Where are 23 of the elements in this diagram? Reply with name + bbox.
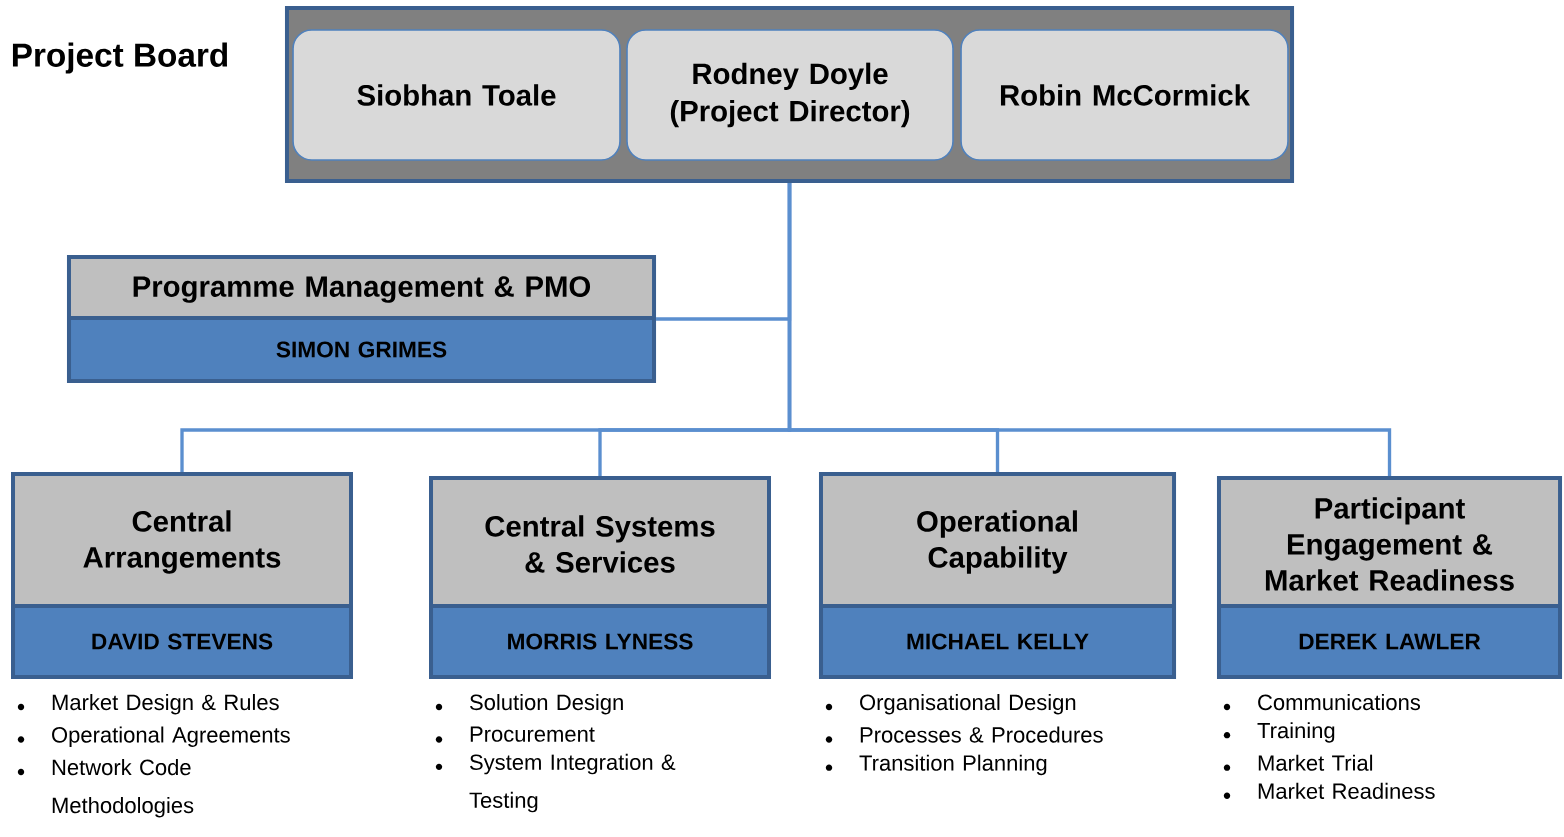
bullet-item: Communications [1223, 694, 1420, 711]
bullet-item: Market Trial [1223, 754, 1373, 771]
workstream-box: Central Systems & Services MORRIS LYNESS [429, 476, 771, 679]
member-box: Rodney Doyle (Project Director) [626, 29, 954, 161]
workstream-box: Participant Engagement & Market Readiness DEREK LAWLER [1216, 476, 1563, 679]
bullet-item: Operational Agreements [17, 726, 290, 747]
bullet-item: Network Code Methodologies [17, 759, 194, 818]
bullet-item: System Integration & Testing [435, 753, 676, 813]
workstream-box: Programme Management & PMO SIMON GRIMES [66, 255, 657, 383]
bullet-item: Market Readiness [1223, 782, 1435, 799]
bullet-item: Organisational Design [825, 694, 1076, 715]
workstream-box: Operational Capability MICHAEL KELLY [819, 472, 1177, 679]
bullet-item: Training [1223, 722, 1335, 743]
connector-line [787, 183, 1392, 477]
member-box: Robin McCormick [960, 29, 1289, 161]
bullet-item: Transition Planning [825, 754, 1047, 776]
title: Project Board [12, 42, 228, 74]
bullet-item: Market Design & Rules [17, 694, 279, 715]
bullet-item: Processes & Procedures [825, 726, 1103, 743]
bullet-item: Procurement [435, 726, 595, 743]
bullet-item: Solution Design [435, 694, 623, 715]
member-box: Siobhan Toale [292, 29, 621, 161]
workstream-box: Central Arrangements DAVID STEVENS [11, 472, 353, 679]
